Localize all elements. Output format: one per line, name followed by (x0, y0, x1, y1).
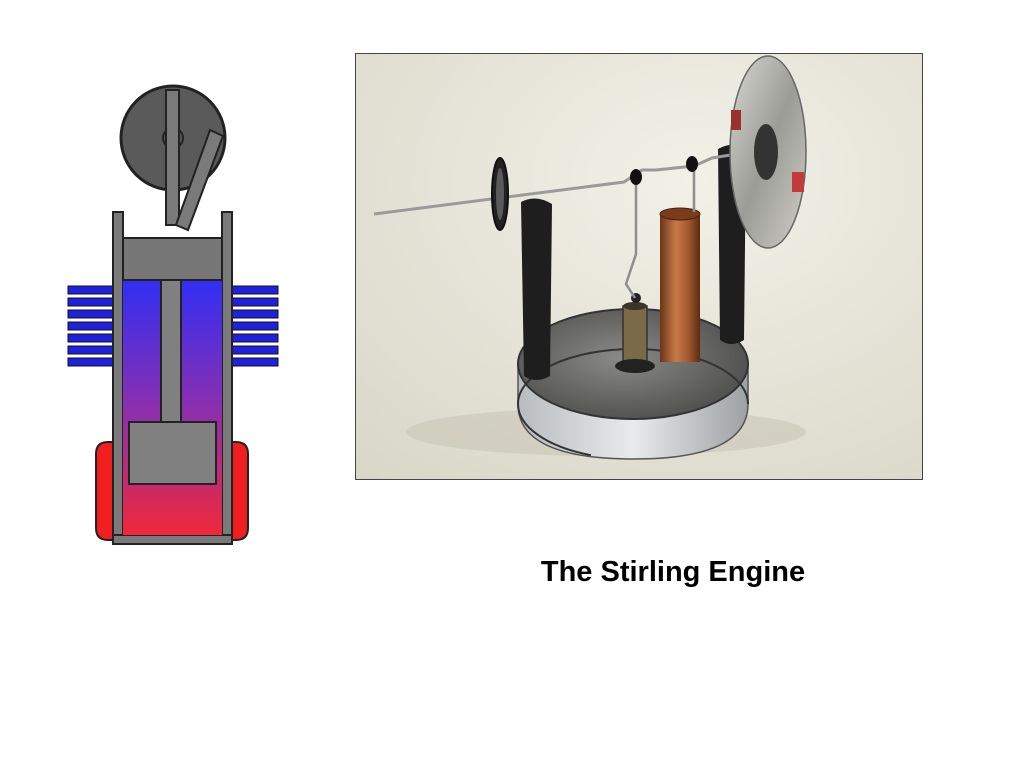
power-piston (122, 237, 223, 281)
flywheel-red-marker (792, 172, 804, 192)
displacer-rod (165, 89, 180, 226)
cylinder-bottom (112, 534, 233, 545)
piston-cylinder (622, 305, 648, 367)
cylinder-wall-left (112, 211, 124, 545)
slide-caption: The Stirling Engine (540, 556, 806, 588)
cooling-fins-right (225, 285, 279, 367)
crank-weight-2 (686, 156, 698, 172)
support-post-left (521, 198, 552, 380)
displacer-shaft (160, 279, 182, 426)
flywheel-disc-hub (754, 124, 778, 180)
copper-tube (660, 214, 700, 362)
copper-tube-top (659, 207, 701, 221)
crankshaft-wire (373, 144, 787, 216)
piston-cylinder-top (623, 302, 647, 310)
engine-schematic-svg (67, 84, 279, 545)
engine-photo-illustration (356, 54, 922, 479)
piston-connecting-rod (624, 179, 638, 299)
piston-cylinder-base (615, 359, 655, 373)
small-wheel-inner (496, 168, 504, 220)
cylinder-wall-right (221, 211, 233, 545)
displacer (128, 421, 217, 485)
power-piston-rod (174, 128, 225, 232)
crank-weight-1 (630, 169, 642, 185)
engine-photo (355, 53, 923, 480)
flywheel-red-marker-2 (731, 110, 741, 130)
stirling-engine-diagram (60, 80, 290, 550)
